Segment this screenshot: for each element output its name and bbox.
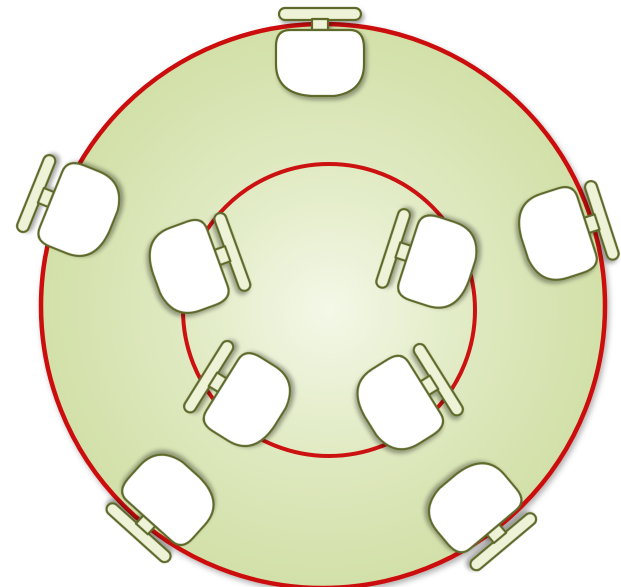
chair-outer-upper-left <box>15 153 121 258</box>
chair-outer-top <box>274 6 366 98</box>
chair-seat <box>397 214 478 309</box>
chair-outer-upper-right <box>518 180 620 281</box>
chair-seat <box>121 453 215 547</box>
chair-stem <box>310 17 330 32</box>
chair-outer-lower-left <box>105 453 215 564</box>
chair-seat <box>427 462 523 554</box>
chair-seat <box>202 352 292 448</box>
chair-seat <box>274 28 366 98</box>
chairs-layer <box>15 6 620 572</box>
chair-seat <box>37 162 121 258</box>
chair-inner-lower-left <box>183 339 292 448</box>
chair-seat <box>356 354 445 451</box>
chair-inner-lower-right <box>356 342 464 451</box>
chair-outer-lower-right <box>427 462 538 572</box>
chair-seat <box>518 186 598 281</box>
chair-seat <box>148 218 230 315</box>
chair-inner-upper-left <box>148 211 252 315</box>
chair-inner-upper-right <box>375 208 478 309</box>
